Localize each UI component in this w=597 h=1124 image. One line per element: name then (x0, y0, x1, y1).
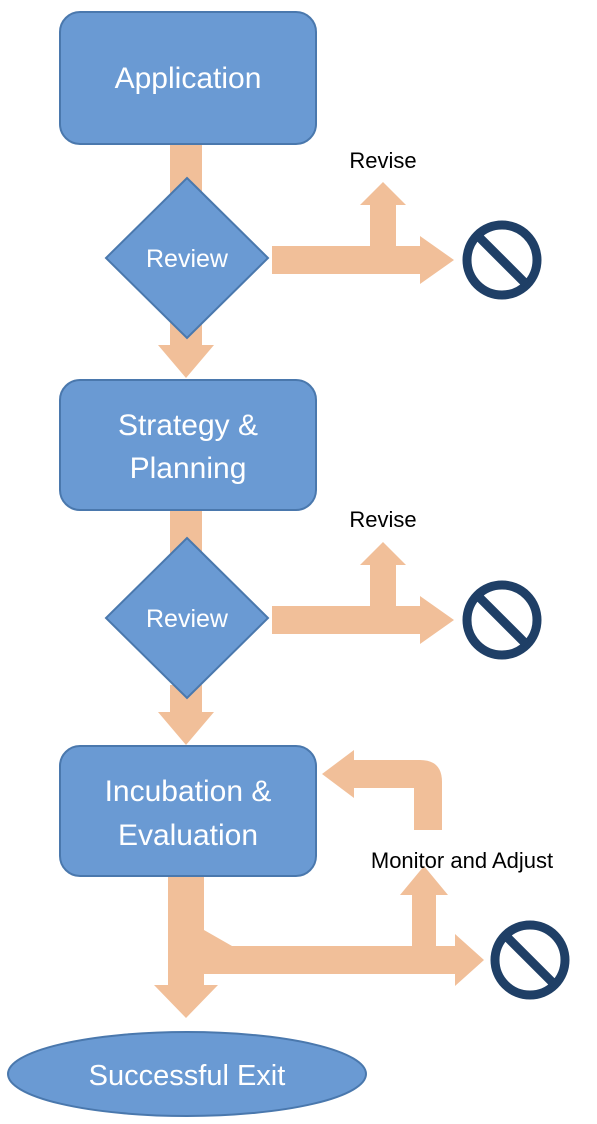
arrow-review1-reject (272, 236, 454, 284)
incubation-box (59, 745, 317, 877)
revise-label-1: Revise (349, 148, 416, 173)
arrow-review2-reject (272, 596, 454, 644)
arrow-incubation-exit (154, 870, 218, 1018)
review-1-label: Review (146, 245, 229, 273)
no-entry-icon (490, 920, 570, 1000)
node-review-2: Review (104, 536, 270, 700)
branch-arrows-review1 (272, 182, 454, 284)
strategy-label-line-1: Strategy & (118, 409, 258, 442)
arrow-review2-revise (360, 542, 406, 606)
branch-arrows-incubation (204, 750, 484, 986)
incubation-label-line-2: Evaluation (118, 819, 258, 852)
node-successful-exit: Successful Exit (7, 1031, 367, 1117)
monitor-adjust-label: Monitor and Adjust (371, 848, 553, 873)
revise-label-2: Revise (349, 507, 416, 532)
review-2-label: Review (146, 605, 229, 633)
review-1-diamond (104, 176, 270, 340)
exit-ellipse (7, 1031, 367, 1117)
arrow-review1-strategy (158, 320, 214, 378)
node-incubation-evaluation: Incubation & Evaluation (59, 745, 317, 877)
no-entry-icon (462, 220, 542, 300)
branch-arrows-review2 (272, 542, 454, 644)
arrow-review2-incubation (158, 685, 214, 745)
arrow-review1-revise (360, 182, 406, 246)
arrow-monitor-feedback (322, 750, 442, 830)
strategy-box (59, 379, 317, 511)
node-strategy-planning: Strategy & Planning (59, 379, 317, 511)
no-entry-icon (462, 580, 542, 660)
arrow-incubation-reject (204, 930, 484, 986)
arrow-incubation-monitor (400, 866, 448, 946)
strategy-label-line-2: Planning (130, 452, 247, 485)
incubation-label-line-1: Incubation & (105, 775, 272, 808)
exit-label: Successful Exit (89, 1060, 286, 1092)
application-label: Application (115, 62, 262, 95)
main-flow-arrows (154, 140, 218, 1018)
review-2-diamond (104, 536, 270, 700)
node-application: Application (59, 11, 317, 145)
application-box (59, 11, 317, 145)
node-review-1: Review (104, 176, 270, 340)
